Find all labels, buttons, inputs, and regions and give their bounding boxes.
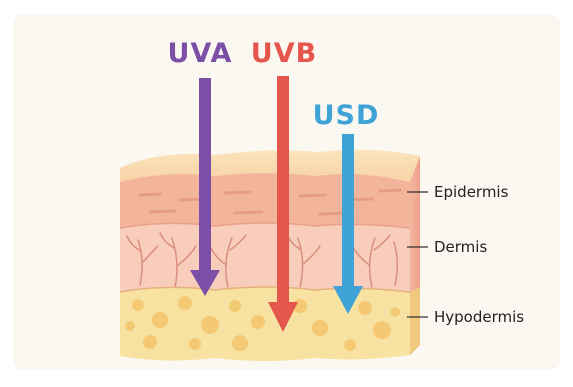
hypodermis-callout: Hypodermis <box>407 308 524 326</box>
epidermis-label: Epidermis <box>434 183 509 201</box>
uva-label: UVA <box>168 38 233 69</box>
epidermis-callout: Epidermis <box>407 183 509 201</box>
usd-label: USD <box>313 100 380 131</box>
hypodermis-side <box>410 287 420 355</box>
dermis-label: Dermis <box>434 238 487 256</box>
uvb-label: UVB <box>251 38 317 69</box>
hypodermis-label: Hypodermis <box>434 308 524 326</box>
skin-cross-section <box>120 150 420 361</box>
dermis-layer <box>120 223 410 292</box>
